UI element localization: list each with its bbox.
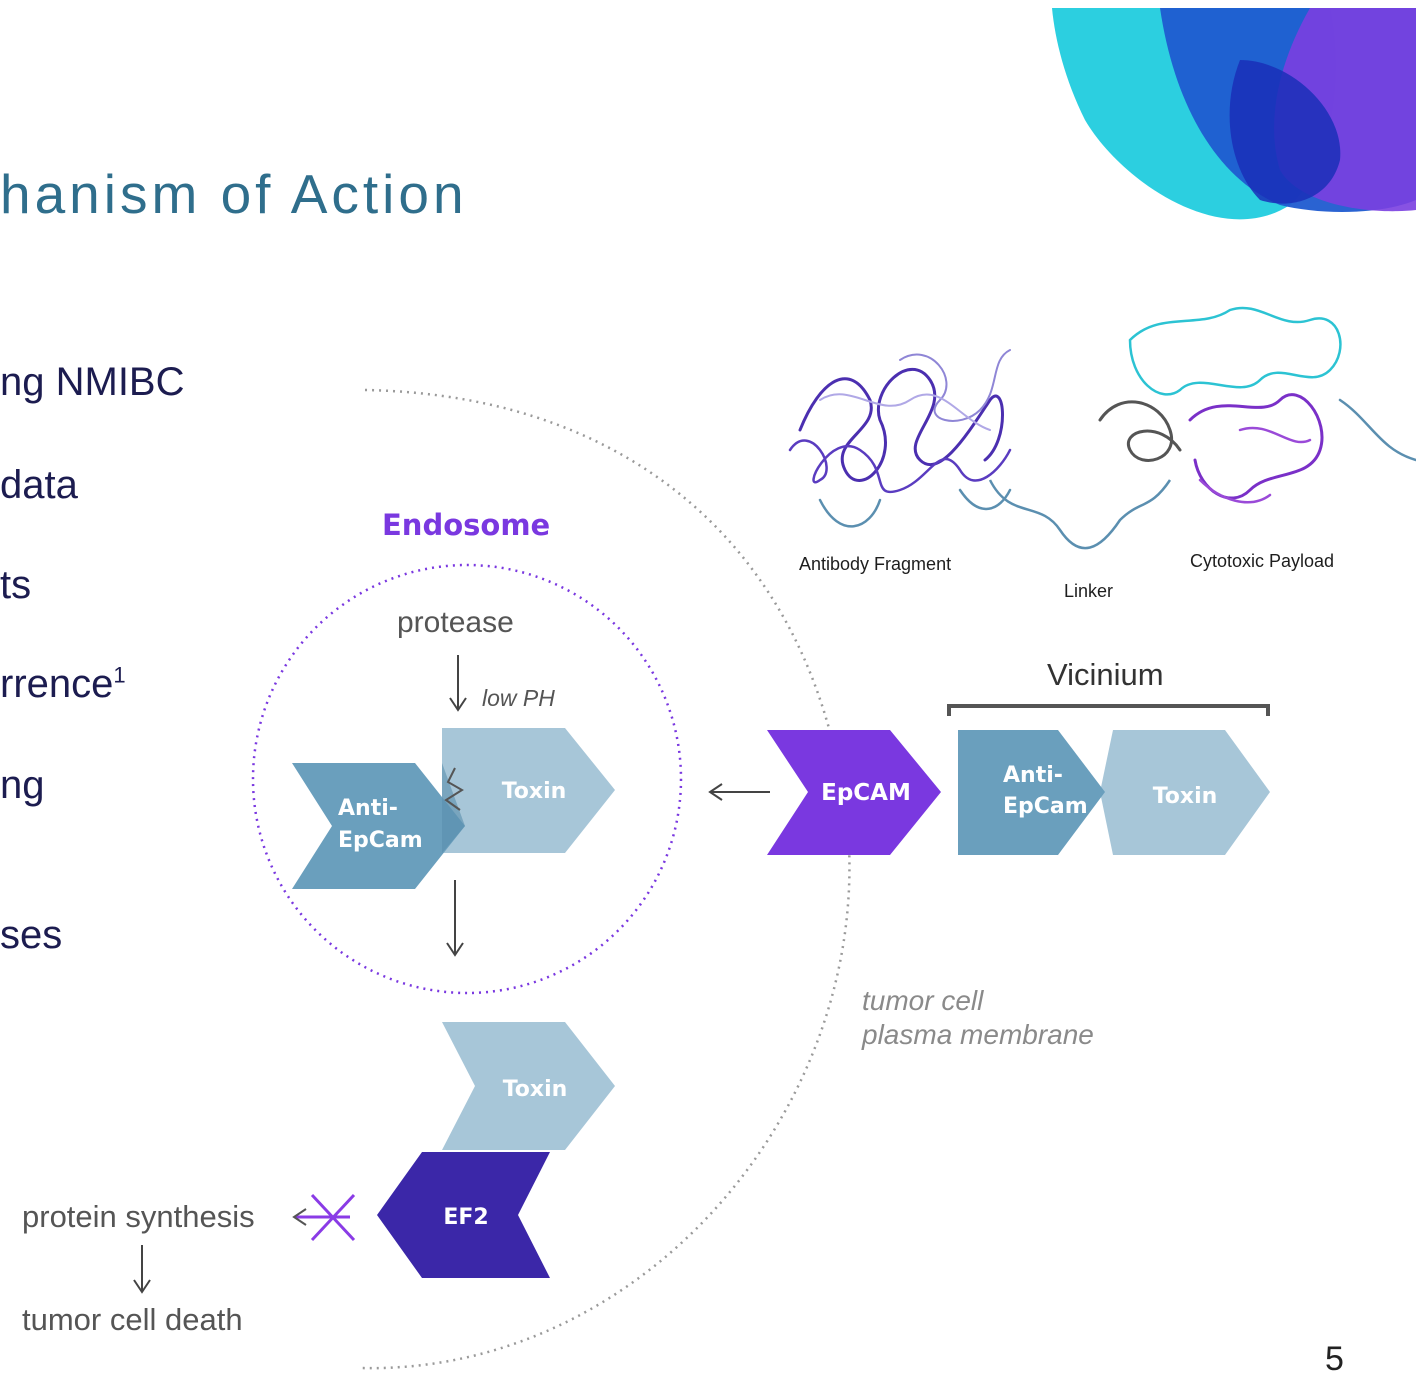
released-toxin-label: Toxin xyxy=(503,1077,568,1102)
vicinium-anti-label-2: EpCam xyxy=(1003,794,1088,819)
membrane-label: tumor cell plasma membrane xyxy=(862,984,1094,1052)
endosome-toxin-chevron xyxy=(442,728,615,853)
vicinium-toxin-chevron xyxy=(1100,730,1270,855)
antibody-fragment-label: Antibody Fragment xyxy=(799,554,952,574)
bullet-6: ses xyxy=(0,913,63,957)
protease-label: protease xyxy=(397,606,514,639)
protease-arrow xyxy=(449,655,467,712)
released-toxin-chevron xyxy=(442,1022,615,1150)
endosome-anti-label-1: Anti- xyxy=(338,796,398,821)
protein-synthesis-label: protein synthesis xyxy=(22,1199,255,1234)
membrane-label-line-1: tumor cell xyxy=(862,985,984,1016)
antibody-fragment-structure xyxy=(788,349,1012,528)
brand-logo xyxy=(1052,8,1416,220)
epcam-label: EpCAM xyxy=(821,780,911,806)
endosome-label: Endosome xyxy=(382,508,551,542)
linker-structure xyxy=(988,479,1172,550)
bullet-4: rrence1 xyxy=(0,662,126,706)
tumor-cell-death-label: tumor cell death xyxy=(22,1302,243,1337)
linker-label: Linker xyxy=(1064,581,1114,601)
cleavage-zigzag-icon xyxy=(444,767,464,811)
vicinium-anti-label-1: Anti- xyxy=(1003,763,1063,788)
endosome-anti-epcam-chevron xyxy=(292,763,465,889)
ef2-label: EF2 xyxy=(443,1205,488,1230)
release-arrow xyxy=(446,880,464,957)
bullet-3: ts xyxy=(0,563,32,607)
bullet-5: ng xyxy=(0,763,45,807)
bullet-2: data xyxy=(0,463,78,507)
footnote-marker: 1 xyxy=(113,662,126,688)
vicinium-bracket xyxy=(947,704,1270,716)
vicinium-label: Vicinium xyxy=(1047,657,1164,692)
low-ph-label: low PH xyxy=(482,685,555,711)
epcam-chevron xyxy=(767,730,941,855)
vicinium-toxin-label: Toxin xyxy=(1153,784,1218,809)
vicinium-anti-epcam-chevron xyxy=(958,730,1105,855)
bullet-1: ng NMIBC xyxy=(0,360,185,404)
cytotoxic-payload-label: Cytotoxic Payload xyxy=(1190,551,1335,571)
death-arrow xyxy=(133,1245,151,1294)
internalization-arrow xyxy=(708,783,770,801)
endosome-circle xyxy=(251,563,683,995)
endosome-toxin-label: Toxin xyxy=(502,779,567,804)
membrane-label-line-2: plasma membrane xyxy=(862,1019,1094,1050)
page-number: 5 xyxy=(1325,1340,1344,1378)
ef2-chevron xyxy=(377,1152,550,1278)
endosome-anti-label-2: EpCam xyxy=(338,828,423,853)
slide-title: hanism of Action xyxy=(0,163,468,225)
inhibition-x-icon xyxy=(292,1193,356,1242)
cytotoxic-payload-structure xyxy=(1098,306,1416,504)
